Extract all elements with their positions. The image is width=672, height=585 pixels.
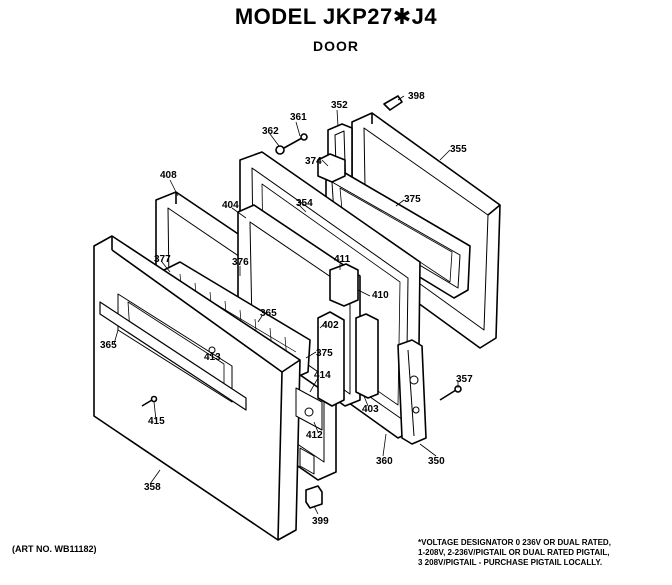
label-402: 402 (322, 320, 339, 331)
label-376: 376 (232, 257, 249, 268)
label-415: 415 (148, 416, 165, 427)
bracket-403 (355, 313, 379, 399)
window-373 (325, 169, 471, 299)
block-399 (305, 485, 323, 509)
label-375-top: 375 (404, 194, 421, 205)
label-362: 362 (262, 126, 279, 137)
label-408: 408 (160, 170, 177, 181)
note-line-1: *VOLTAGE DESIGNATOR 0 236V OR DUAL RATED… (418, 538, 611, 547)
screw-398 (383, 95, 403, 111)
screw-415 (141, 395, 158, 407)
label-399: 399 (312, 516, 329, 527)
strip-402 (317, 311, 345, 407)
note-line-2: 1-208V, 2-236V/PIGTAIL OR DUAL RATED PIG… (418, 548, 610, 557)
screw-357 (439, 385, 462, 401)
label-354: 354 (296, 198, 313, 209)
washer-362 (275, 145, 285, 155)
label-398: 398 (408, 91, 425, 102)
label-361: 361 (290, 112, 307, 123)
hinge-350 (397, 339, 427, 445)
label-365-upper: 365 (260, 308, 277, 319)
label-375-mid: 375 (316, 348, 333, 359)
label-403: 403 (362, 404, 379, 415)
bracket-411 (329, 263, 359, 307)
diagram-subtitle: DOOR (313, 38, 359, 54)
label-410: 410 (372, 290, 389, 301)
label-360: 360 (376, 456, 393, 467)
label-350: 350 (428, 456, 445, 467)
label-414: 414 (314, 370, 331, 381)
label-412: 412 (306, 430, 323, 441)
note-line-3: 3 208V/PIGTAIL - PURCHASE PIGTAIL LOCALL… (418, 558, 603, 567)
voltage-note: *VOLTAGE DESIGNATOR 0 236V OR DUAL RATED… (418, 538, 611, 568)
label-357: 357 (456, 374, 473, 385)
art-number: (ART NO. WB11182) (12, 544, 97, 554)
panel-374 (317, 153, 346, 183)
label-413: 413 (204, 352, 221, 363)
leader-lines (113, 95, 459, 515)
model-title: MODEL JKP27✱J4 (234, 4, 438, 29)
label-352: 352 (331, 100, 348, 111)
label-411: 411 (334, 254, 351, 265)
label-365-lower: 365 (100, 340, 117, 351)
label-374: 374 (305, 156, 322, 167)
label-377: 377 (154, 254, 171, 265)
label-358: 358 (144, 482, 161, 493)
front-door-358 (93, 235, 323, 541)
part-labels: 398 352 361 362 355 374 375 408 404 354 … (100, 91, 473, 527)
label-404: 404 (222, 200, 239, 211)
label-355: 355 (450, 144, 467, 155)
screw-361 (283, 133, 308, 149)
